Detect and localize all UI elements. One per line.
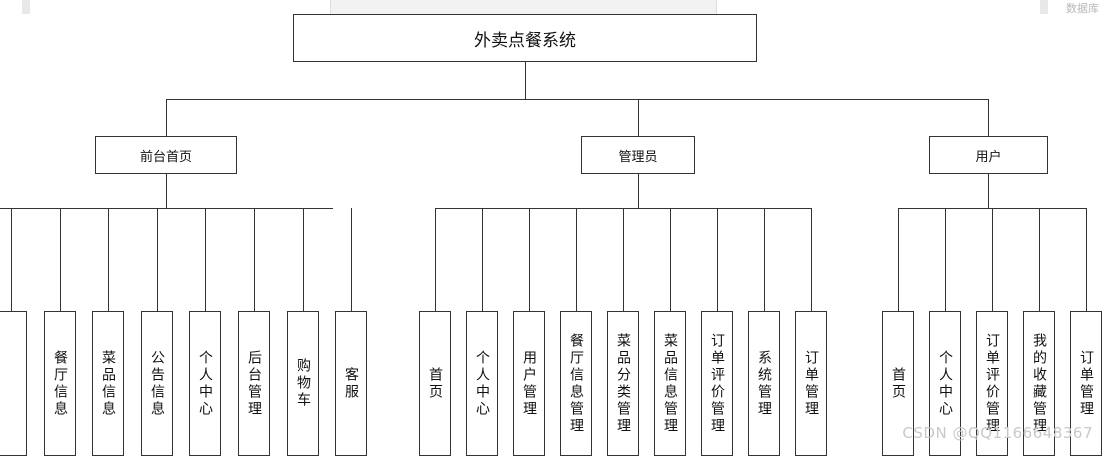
leaf-label-frontend-2: 菜品信息 — [100, 349, 116, 418]
leaf-connector-user-1 — [945, 208, 946, 311]
database-tag: 数据库 — [1066, 2, 1099, 15]
leaf-connector-admin-5 — [670, 208, 671, 311]
leaf-node-user-2: 订单评价管理 — [976, 311, 1008, 456]
branch-label-frontend: 前台首页 — [139, 149, 192, 165]
leaf-node-frontend-1: 餐厅信息 — [44, 311, 76, 456]
leaf-node-admin-6: 订单评价管理 — [701, 311, 733, 456]
main-bus — [166, 99, 989, 100]
leaf-connector-admin-0 — [435, 208, 436, 311]
leaf-node-admin-7: 系统管理 — [748, 311, 780, 456]
top-strip-right — [1040, 0, 1048, 14]
leaf-connector-admin-8 — [811, 208, 812, 311]
branch-connector-frontend — [166, 99, 167, 136]
leaf-connector-admin-6 — [717, 208, 718, 311]
leaf-label-frontend-5: 后台管理 — [246, 349, 262, 418]
leaf-node-user-3: 我的收藏管理 — [1023, 311, 1055, 456]
leaf-node-frontend-7: 客服 — [335, 311, 367, 456]
leaf-connector-frontend-3 — [157, 208, 158, 311]
root-node: 外卖点餐系统 — [293, 14, 757, 62]
leaf-label-admin-1: 个人中心 — [474, 349, 490, 418]
leaf-label-frontend-1: 餐厅信息 — [52, 349, 68, 418]
watermark: CSDN @QQ1166648367 — [902, 424, 1093, 442]
leaf-label-frontend-7: 客服 — [343, 366, 359, 401]
leaf-connector-admin-1 — [482, 208, 483, 311]
leaf-node-admin-5: 菜品信息管理 — [654, 311, 686, 456]
branch-label-admin: 管理员 — [618, 149, 658, 165]
leaf-node-admin-4: 菜品分类管理 — [607, 311, 639, 456]
leaf-label-frontend-4: 个人中心 — [197, 349, 213, 418]
leaf-node-user-4: 订单管理 — [1070, 311, 1102, 456]
leaf-label-admin-5: 菜品信息管理 — [662, 332, 678, 435]
leaf-connector-frontend-5 — [254, 208, 255, 311]
branch-node-frontend: 前台首页 — [95, 136, 237, 174]
leaf-node-frontend-2: 菜品信息 — [92, 311, 124, 456]
leaf-node-admin-2: 用户管理 — [513, 311, 545, 456]
leaf-node-admin-8: 订单管理 — [795, 311, 827, 456]
leaf-label-user-3: 我的收藏管理 — [1031, 332, 1047, 435]
leaf-label-admin-6: 订单评价管理 — [709, 332, 725, 435]
leaf-connector-user-3 — [1039, 208, 1040, 311]
leaf-connector-frontend-2 — [108, 208, 109, 311]
leaf-node-frontend-5: 后台管理 — [238, 311, 270, 456]
branch-label-user: 用户 — [975, 149, 1002, 165]
root-label: 外卖点餐系统 — [474, 30, 576, 51]
branch-drop-admin — [638, 174, 639, 208]
leaf-label-admin-0: 首页 — [427, 366, 443, 401]
leaf-label-admin-2: 用户管理 — [521, 349, 537, 418]
branch-drop-user — [988, 174, 989, 208]
leaf-label-admin-4: 菜品分类管理 — [615, 332, 631, 435]
leaf-connector-frontend-7 — [351, 208, 352, 311]
leaf-connector-frontend-4 — [205, 208, 206, 311]
leaf-node-frontend-6: 购物车 — [287, 311, 319, 456]
branch-node-user: 用户 — [929, 136, 1048, 174]
leaf-connector-admin-7 — [764, 208, 765, 311]
leaf-connector-admin-2 — [529, 208, 530, 311]
leaf-connector-admin-3 — [576, 208, 577, 311]
branch-connector-user — [988, 99, 989, 136]
leaf-label-user-2: 订单评价管理 — [984, 332, 1000, 435]
top-strip-left — [22, 0, 30, 14]
leaf-node-admin-1: 个人中心 — [466, 311, 498, 456]
leaf-connector-frontend-0 — [11, 208, 12, 311]
top-strip-center — [330, 0, 717, 14]
leaf-connector-admin-4 — [623, 208, 624, 311]
leaf-label-admin-7: 系统管理 — [756, 349, 772, 418]
branch-connector-admin — [638, 99, 639, 136]
leaf-node-frontend-4: 个人中心 — [189, 311, 221, 456]
leaf-node-admin-3: 餐厅信息管理 — [560, 311, 592, 456]
leaf-node-frontend-0 — [0, 311, 27, 456]
branch-node-admin: 管理员 — [581, 136, 695, 174]
leaf-node-frontend-3: 公告信息 — [141, 311, 173, 456]
leaf-label-frontend-3: 公告信息 — [149, 349, 165, 418]
leaf-connector-user-2 — [992, 208, 993, 311]
leaf-connector-user-4 — [1086, 208, 1087, 311]
root-connector — [525, 62, 526, 99]
leaf-connector-user-0 — [898, 208, 899, 311]
leaf-label-frontend-6: 购物车 — [295, 358, 311, 409]
leaf-label-user-0: 首页 — [890, 366, 906, 401]
leaf-label-user-4: 订单管理 — [1078, 349, 1094, 418]
sub-bus-frontend — [0, 208, 333, 209]
leaf-label-admin-3: 餐厅信息管理 — [568, 332, 584, 435]
leaf-connector-frontend-1 — [60, 208, 61, 311]
leaf-label-admin-8: 订单管理 — [803, 349, 819, 418]
leaf-label-user-1: 个人中心 — [937, 349, 953, 418]
branch-drop-frontend — [166, 174, 167, 208]
leaf-node-admin-0: 首页 — [419, 311, 451, 456]
leaf-connector-frontend-6 — [303, 208, 304, 311]
